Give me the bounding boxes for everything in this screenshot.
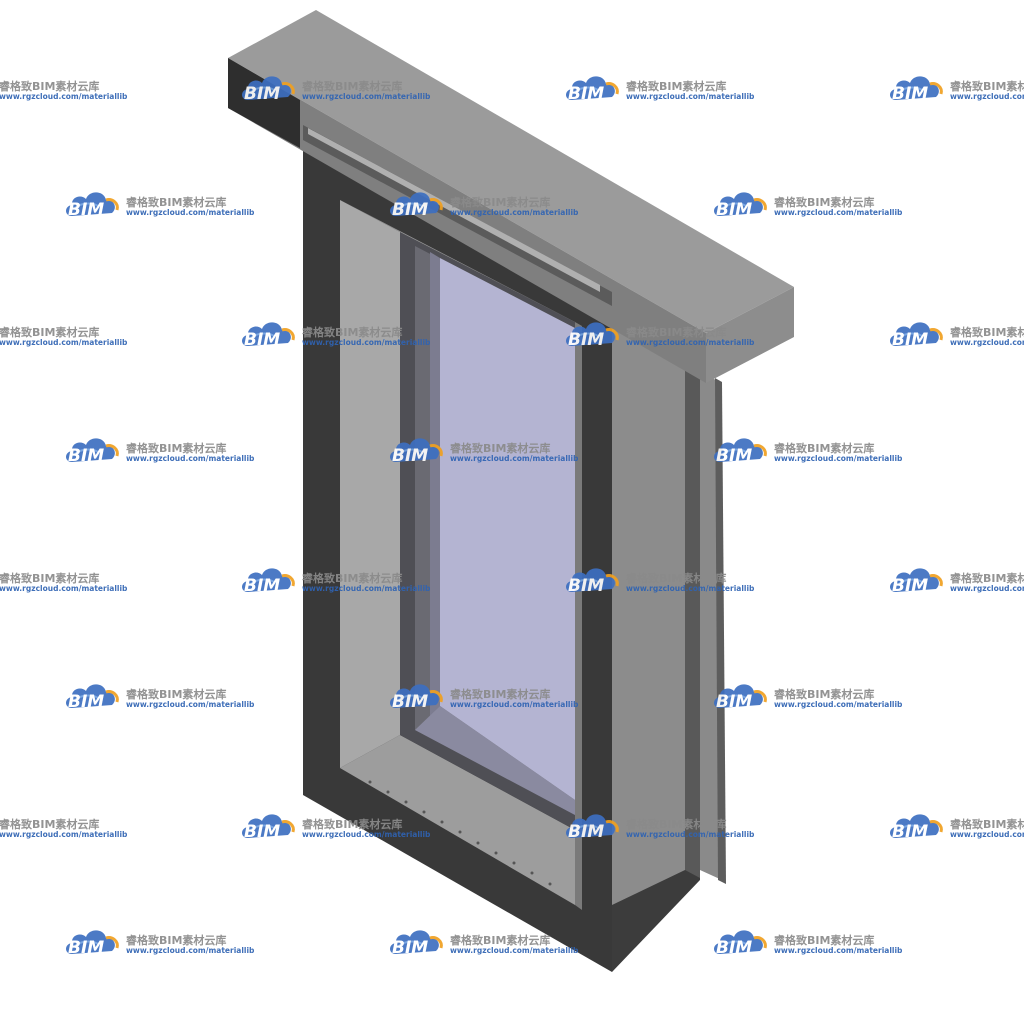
glass-bottom-sill [415, 706, 575, 815]
right-wall-strip-edge [715, 378, 726, 884]
opening-reveal-right [575, 322, 582, 910]
lintel-groove-highlight [308, 128, 600, 292]
glass-left-edge [430, 252, 440, 716]
sill-dots [368, 780, 552, 886]
opening-reveal-left [340, 200, 400, 768]
lintel-right-face [706, 287, 794, 383]
opening-reveal-bottom [340, 735, 575, 905]
lintel-top-face [228, 10, 794, 333]
glass-pane [440, 258, 575, 800]
reveal-right-dark [685, 352, 700, 878]
reveal-right [612, 315, 685, 905]
